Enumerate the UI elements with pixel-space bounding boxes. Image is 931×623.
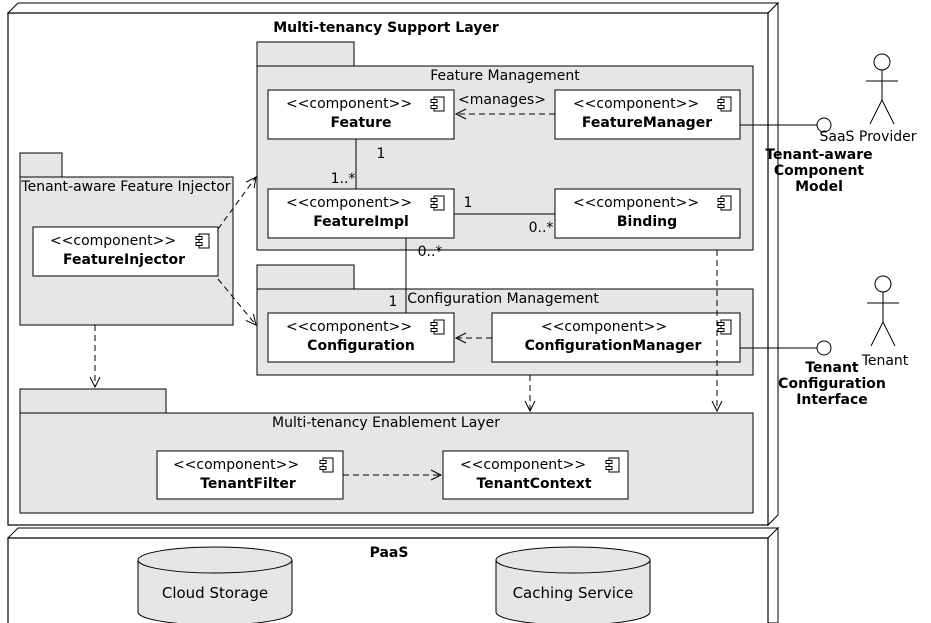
component-stereotype: <<component>>	[541, 319, 667, 335]
tenant-context-component: <<component>> TenantContext	[442, 450, 629, 500]
injector-to-feature-management	[217, 176, 257, 230]
enablement-layer-title: Multi-tenancy Enablement Layer	[272, 415, 500, 431]
caching-service-label: Caching Service	[513, 584, 634, 602]
component-name: TenantFilter	[200, 476, 296, 492]
paas-node: PaaS Cloud Storage Caching Service	[6, 526, 780, 623]
feature-manager-component: <<component>> FeatureManager	[554, 89, 741, 140]
enablement-layer-package: Multi-tenancy Enablement Layer	[19, 388, 754, 514]
interface-label-line: Configuration	[778, 376, 886, 392]
multiplicity-feature-impl-end: 1..*	[331, 171, 356, 187]
feature-management-title: Feature Management	[430, 68, 580, 84]
tenant-filter-component: <<component>> TenantFilter	[156, 450, 344, 500]
component-icon	[717, 195, 732, 211]
component-icon	[605, 457, 620, 473]
component-stereotype: <<component>>	[286, 319, 412, 335]
component-name: Configuration	[307, 338, 415, 354]
component-model-interface-icon	[816, 117, 832, 133]
configuration-interface-label: Tenant Configuration Interface	[778, 360, 886, 408]
actor-icon	[873, 53, 891, 71]
component-stereotype: <<component>>	[573, 195, 699, 211]
component-name: Feature	[331, 115, 392, 131]
caching-service-database: Caching Service	[495, 546, 651, 623]
multiplicity-config-one: 1	[389, 294, 398, 310]
tenant-label: Tenant	[861, 353, 909, 369]
component-name: ConfigurationManager	[525, 338, 702, 354]
interface-label-line: Interface	[796, 392, 868, 408]
component-name: FeatureInjector	[63, 252, 185, 268]
configuration-component: <<component>> Configuration	[267, 312, 455, 363]
component-stereotype: <<component>>	[50, 233, 176, 249]
component-stereotype: <<component>>	[286, 96, 412, 112]
component-stereotype: <<component>>	[573, 96, 699, 112]
component-icon	[717, 319, 732, 335]
component-icon	[195, 233, 210, 249]
multiplicity-feature-end: 1	[377, 146, 386, 162]
component-name: FeatureManager	[582, 115, 712, 131]
component-stereotype: <<component>>	[286, 195, 412, 211]
configuration-interface-icon	[816, 340, 832, 356]
component-name: FeatureImpl	[313, 214, 409, 230]
component-name: Binding	[617, 214, 677, 230]
interface-label-line: Tenant	[805, 360, 859, 376]
component-icon	[430, 96, 445, 112]
cloud-storage-database: Cloud Storage	[137, 546, 293, 623]
configuration-management-title: Configuration Management	[407, 291, 599, 307]
interface-label-line: Tenant-aware	[765, 147, 872, 163]
component-icon	[717, 96, 732, 112]
multiplicity-impl-binding-one: 1	[464, 195, 473, 211]
connectors	[89, 108, 817, 481]
component-icon	[430, 195, 445, 211]
actor-icon	[874, 275, 892, 293]
component-icon	[430, 319, 445, 335]
paas-title: PaaS	[370, 545, 409, 561]
component-stereotype: <<component>>	[173, 457, 299, 473]
component-name: TenantContext	[476, 476, 591, 492]
feature-impl-component: <<component>> FeatureImpl	[267, 188, 455, 239]
cloud-storage-label: Cloud Storage	[162, 584, 268, 602]
component-model-interface-label: Tenant-aware Component Model	[765, 147, 872, 195]
interface-label-line: Model	[795, 179, 843, 195]
component-stereotype: <<component>>	[460, 457, 586, 473]
component-icon	[319, 457, 334, 473]
multiplicity-binding-many: 0..*	[529, 220, 554, 236]
multiplicity-impl-config-many: 0..*	[418, 244, 443, 260]
support-layer-title: Multi-tenancy Support Layer	[273, 20, 499, 36]
saas-provider-actor	[866, 53, 898, 125]
tenant-actor	[867, 275, 899, 347]
manages-label: <manages>	[458, 92, 546, 108]
feature-injector-component: <<component>> FeatureInjector	[32, 226, 219, 277]
feature-component: <<component>> Feature	[267, 89, 455, 140]
binding-component: <<component>> Binding	[554, 188, 741, 239]
feature-injector-package-title: Tenant-aware Feature Injector	[20, 179, 230, 195]
saas-provider-label: SaaS Provider	[819, 129, 916, 145]
interface-label-line: Component	[774, 163, 865, 179]
configuration-manager-component: <<component>> ConfigurationManager	[491, 312, 741, 363]
